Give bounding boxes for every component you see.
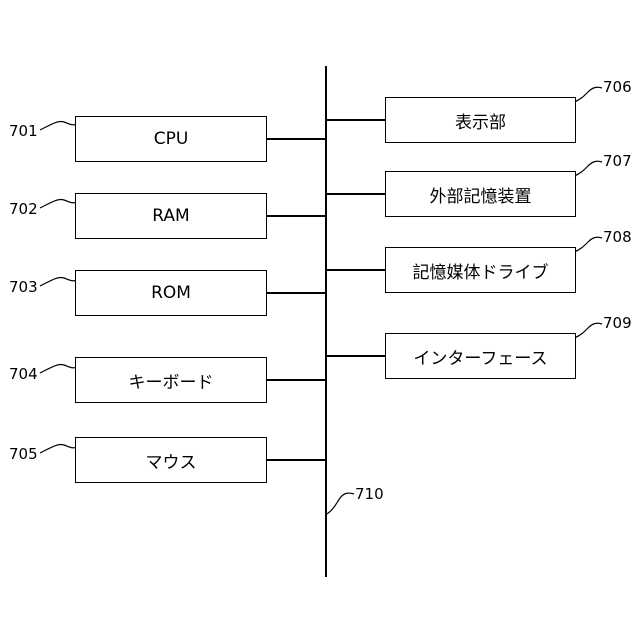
ref-703: 703: [9, 280, 38, 295]
ref-705: 705: [9, 447, 38, 462]
media-drive-box: 記憶媒体ドライブ: [385, 247, 576, 293]
leader-702: [40, 199, 78, 208]
mouse-label: マウス: [146, 448, 197, 473]
rom-box: ROM: [75, 270, 267, 316]
ref-710-bus: 710: [355, 487, 384, 502]
mouse-box: マウス: [75, 437, 267, 483]
display-label: 表示部: [455, 108, 506, 133]
ref-702: 702: [9, 202, 38, 217]
ram-box: RAM: [75, 193, 267, 239]
external-storage-box: 外部記憶装置: [385, 171, 576, 217]
ref-704: 704: [9, 367, 38, 382]
leader-704: [40, 364, 78, 373]
ref-707: 707: [603, 154, 632, 169]
rom-label: ROM: [151, 283, 191, 303]
leader-709: [574, 323, 602, 338]
interface-label: インターフェース: [413, 344, 547, 369]
leader-707: [574, 161, 602, 176]
leader-703: [40, 277, 78, 286]
external-storage-label: 外部記憶装置: [430, 182, 532, 207]
leader-701: [40, 121, 78, 130]
keyboard-box: キーボード: [75, 357, 267, 403]
leader-710: [327, 493, 354, 514]
ref-708: 708: [603, 230, 632, 245]
keyboard-label: キーボード: [129, 368, 214, 393]
display-box: 表示部: [385, 97, 576, 143]
cpu-box: CPU: [75, 116, 267, 162]
leader-708: [574, 237, 602, 252]
leader-706: [574, 87, 602, 102]
interface-box: インターフェース: [385, 333, 576, 379]
ref-701: 701: [9, 124, 38, 139]
cpu-label: CPU: [154, 129, 189, 149]
ref-709: 709: [603, 316, 632, 331]
leader-705: [40, 444, 78, 453]
ref-706: 706: [603, 80, 632, 95]
media-drive-label: 記憶媒体ドライブ: [413, 258, 549, 283]
ram-label: RAM: [152, 206, 189, 226]
